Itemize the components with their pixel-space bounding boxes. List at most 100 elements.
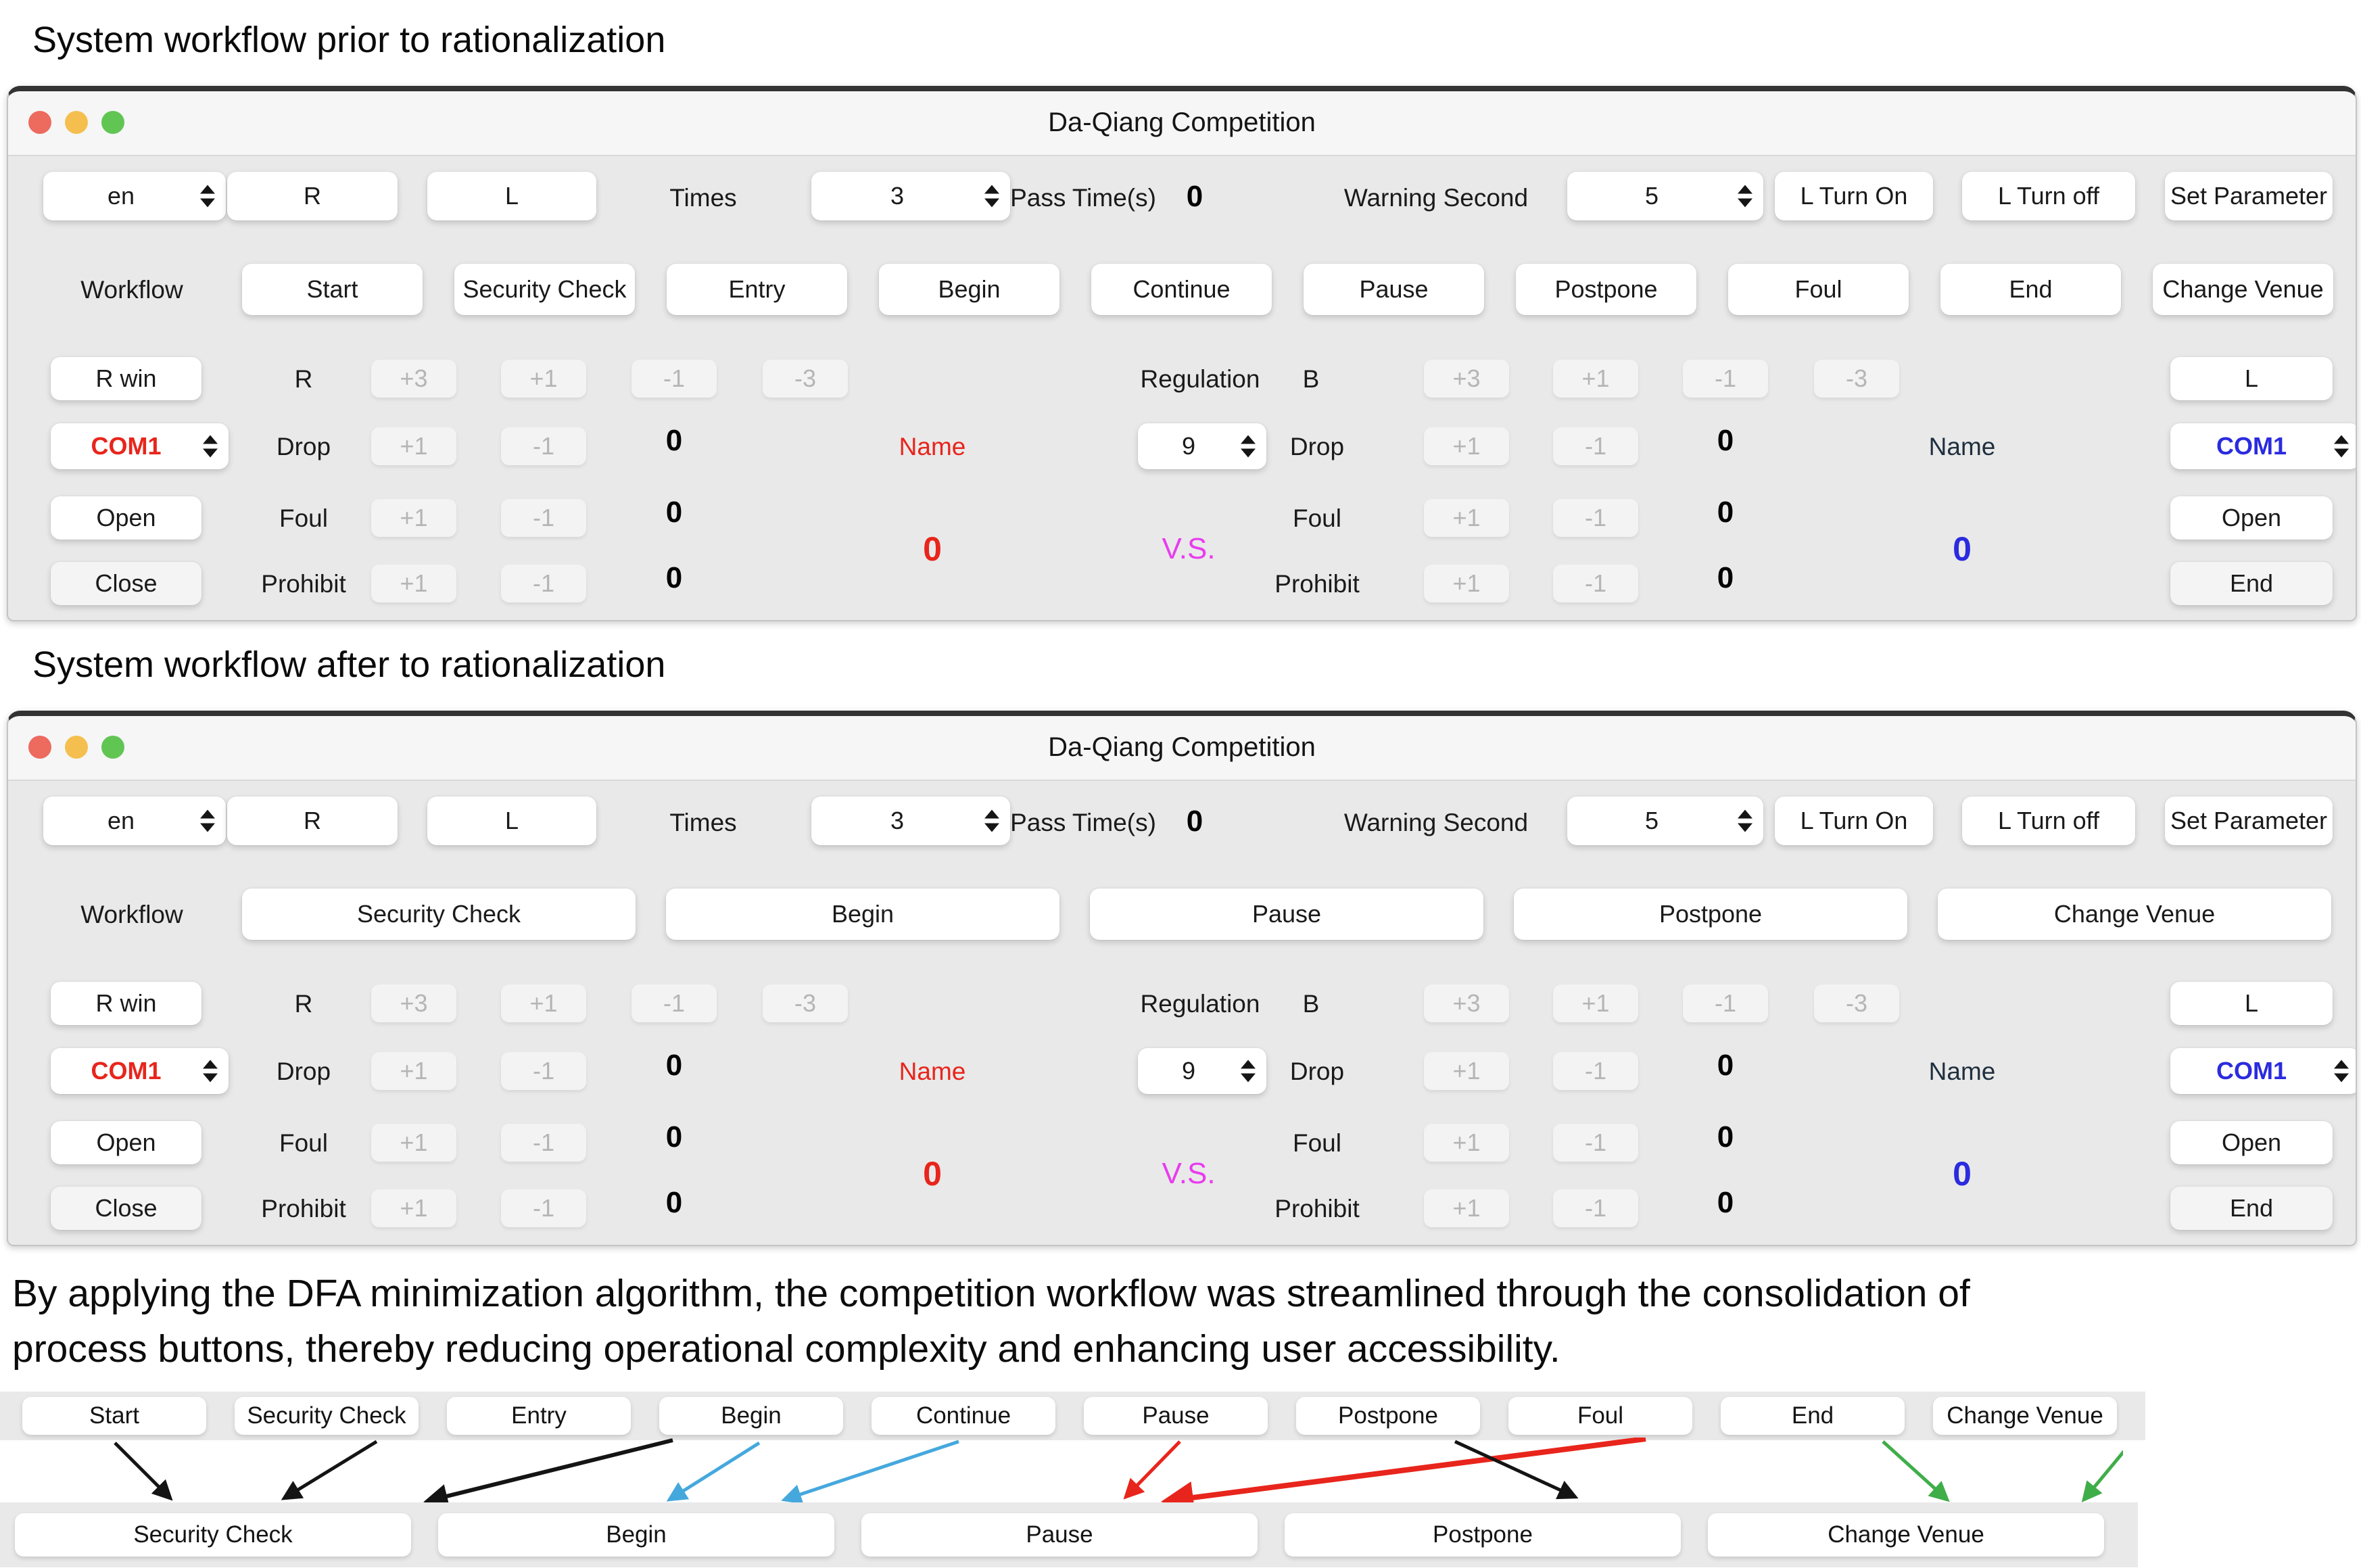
times-stepper[interactable]: 3 xyxy=(811,172,1010,220)
score-minus3-button[interactable]: -3 xyxy=(1814,360,1899,398)
score-plus3-button[interactable]: +3 xyxy=(371,984,456,1022)
workflow-entry-button[interactable]: Entry xyxy=(667,264,847,315)
foul-plus1-button[interactable]: +1 xyxy=(371,1124,456,1162)
score-minus1-button[interactable]: -1 xyxy=(1683,984,1768,1022)
close-button-left[interactable]: Close xyxy=(51,1187,201,1230)
l-win-button[interactable]: L xyxy=(2170,357,2333,400)
diagram-continue-button[interactable]: Continue xyxy=(872,1397,1055,1435)
com-port-select-left[interactable]: COM1 xyxy=(51,1048,229,1094)
stepper-arrows-icon[interactable] xyxy=(200,185,215,208)
score-plus1-button[interactable]: +1 xyxy=(1553,984,1638,1022)
foul-plus1-button[interactable]: +1 xyxy=(1424,499,1509,537)
workflow-pause-button[interactable]: Pause xyxy=(1304,264,1484,315)
stepper-arrows-icon[interactable] xyxy=(984,809,999,832)
regulation-stepper[interactable]: 9 xyxy=(1138,423,1266,469)
diagram-begin-button[interactable]: Begin xyxy=(659,1397,843,1435)
score-minus1-button[interactable]: -1 xyxy=(631,984,717,1022)
drop-plus1-button[interactable]: +1 xyxy=(371,427,456,465)
score-plus3-button[interactable]: +3 xyxy=(371,360,456,398)
workflow-postpone-button[interactable]: Postpone xyxy=(1514,888,1907,940)
score-minus3-button[interactable]: -3 xyxy=(1814,984,1899,1022)
score-plus1-button[interactable]: +1 xyxy=(1553,360,1638,398)
r-button[interactable]: R xyxy=(227,797,398,845)
diagram-pause-button[interactable]: Pause xyxy=(1084,1397,1268,1435)
com-port-select-left[interactable]: COM1 xyxy=(51,423,229,469)
workflow-foul-button[interactable]: Foul xyxy=(1728,264,1909,315)
score-minus1-button[interactable]: -1 xyxy=(1683,360,1768,398)
fullscreen-window-icon[interactable] xyxy=(101,111,124,134)
diagram-entry-button[interactable]: Entry xyxy=(447,1397,631,1435)
close-button-left[interactable]: Close xyxy=(51,562,201,605)
workflow-postpone-button[interactable]: Postpone xyxy=(1516,264,1696,315)
stepper-arrows-icon[interactable] xyxy=(203,435,218,458)
diagram-merged-pause-button[interactable]: Pause xyxy=(861,1513,1258,1557)
drop-plus1-button[interactable]: +1 xyxy=(371,1052,456,1090)
close-window-icon[interactable] xyxy=(28,111,51,134)
drop-minus1-button[interactable]: -1 xyxy=(1553,1052,1638,1090)
foul-minus1-button[interactable]: -1 xyxy=(1553,499,1638,537)
language-select[interactable]: en xyxy=(43,172,226,220)
score-minus3-button[interactable]: -3 xyxy=(763,360,848,398)
open-button-right[interactable]: Open xyxy=(2170,1121,2333,1164)
drop-minus1-button[interactable]: -1 xyxy=(1553,427,1638,465)
open-button-left[interactable]: Open xyxy=(51,1121,201,1164)
drop-minus1-button[interactable]: -1 xyxy=(501,1052,586,1090)
drop-plus1-button[interactable]: +1 xyxy=(1424,427,1509,465)
diagram-merged-change-venue-button[interactable]: Change Venue xyxy=(1708,1513,2104,1557)
diagram-merged-postpone-button[interactable]: Postpone xyxy=(1285,1513,1681,1557)
workflow-change-venue-button[interactable]: Change Venue xyxy=(1938,888,2331,940)
score-plus1-button[interactable]: +1 xyxy=(501,360,586,398)
foul-minus1-button[interactable]: -1 xyxy=(501,499,586,537)
com-port-select-right[interactable]: COM1 xyxy=(2170,423,2356,469)
workflow-start-button[interactable]: Start xyxy=(242,264,423,315)
score-plus1-button[interactable]: +1 xyxy=(501,984,586,1022)
stepper-arrows-icon[interactable] xyxy=(2334,1060,2349,1083)
prohibit-minus1-button[interactable]: -1 xyxy=(1553,565,1638,602)
workflow-pause-button[interactable]: Pause xyxy=(1090,888,1483,940)
prohibit-plus1-button[interactable]: +1 xyxy=(1424,1189,1509,1227)
diagram-merged-begin-button[interactable]: Begin xyxy=(438,1513,834,1557)
stepper-arrows-icon[interactable] xyxy=(200,809,215,832)
l-turn-on-button[interactable]: L Turn On xyxy=(1775,797,1933,845)
score-plus3-button[interactable]: +3 xyxy=(1424,984,1509,1022)
diagram-merged-security-check-button[interactable]: Security Check xyxy=(15,1513,411,1557)
diagram-end-button[interactable]: End xyxy=(1721,1397,1905,1435)
stepper-arrows-icon[interactable] xyxy=(984,185,999,208)
workflow-begin-button[interactable]: Begin xyxy=(879,264,1059,315)
close-window-icon[interactable] xyxy=(28,736,51,759)
regulation-stepper[interactable]: 9 xyxy=(1138,1048,1266,1094)
foul-minus1-button[interactable]: -1 xyxy=(501,1124,586,1162)
l-turn-off-button[interactable]: L Turn off xyxy=(1962,797,2135,845)
fullscreen-window-icon[interactable] xyxy=(101,736,124,759)
workflow-begin-button[interactable]: Begin xyxy=(666,888,1059,940)
drop-minus1-button[interactable]: -1 xyxy=(501,427,586,465)
r-win-button[interactable]: R win xyxy=(51,982,201,1025)
score-minus1-button[interactable]: -1 xyxy=(631,360,717,398)
score-plus3-button[interactable]: +3 xyxy=(1424,360,1509,398)
diagram-start-button[interactable]: Start xyxy=(22,1397,206,1435)
minimize-window-icon[interactable] xyxy=(65,111,88,134)
prohibit-plus1-button[interactable]: +1 xyxy=(371,565,456,602)
set-parameter-button[interactable]: Set Parameter xyxy=(2165,172,2333,220)
set-parameter-button[interactable]: Set Parameter xyxy=(2165,797,2333,845)
stepper-arrows-icon[interactable] xyxy=(1738,809,1752,832)
stepper-arrows-icon[interactable] xyxy=(2334,435,2349,458)
times-stepper[interactable]: 3 xyxy=(811,797,1010,845)
prohibit-plus1-button[interactable]: +1 xyxy=(1424,565,1509,602)
com-port-select-right[interactable]: COM1 xyxy=(2170,1048,2356,1094)
foul-plus1-button[interactable]: +1 xyxy=(1424,1124,1509,1162)
l-turn-off-button[interactable]: L Turn off xyxy=(1962,172,2135,220)
workflow-continue-button[interactable]: Continue xyxy=(1091,264,1272,315)
stepper-arrows-icon[interactable] xyxy=(1738,185,1752,208)
diagram-security-check-button[interactable]: Security Check xyxy=(235,1397,419,1435)
l-button[interactable]: L xyxy=(427,797,596,845)
stepper-arrows-icon[interactable] xyxy=(1241,435,1256,458)
warning-second-stepper[interactable]: 5 xyxy=(1567,797,1763,845)
workflow-security-check-button[interactable]: Security Check xyxy=(454,264,635,315)
r-win-button[interactable]: R win xyxy=(51,357,201,400)
prohibit-plus1-button[interactable]: +1 xyxy=(371,1189,456,1227)
end-button-right[interactable]: End xyxy=(2170,562,2333,605)
score-minus3-button[interactable]: -3 xyxy=(763,984,848,1022)
prohibit-minus1-button[interactable]: -1 xyxy=(1553,1189,1638,1227)
open-button-right[interactable]: Open xyxy=(2170,496,2333,540)
